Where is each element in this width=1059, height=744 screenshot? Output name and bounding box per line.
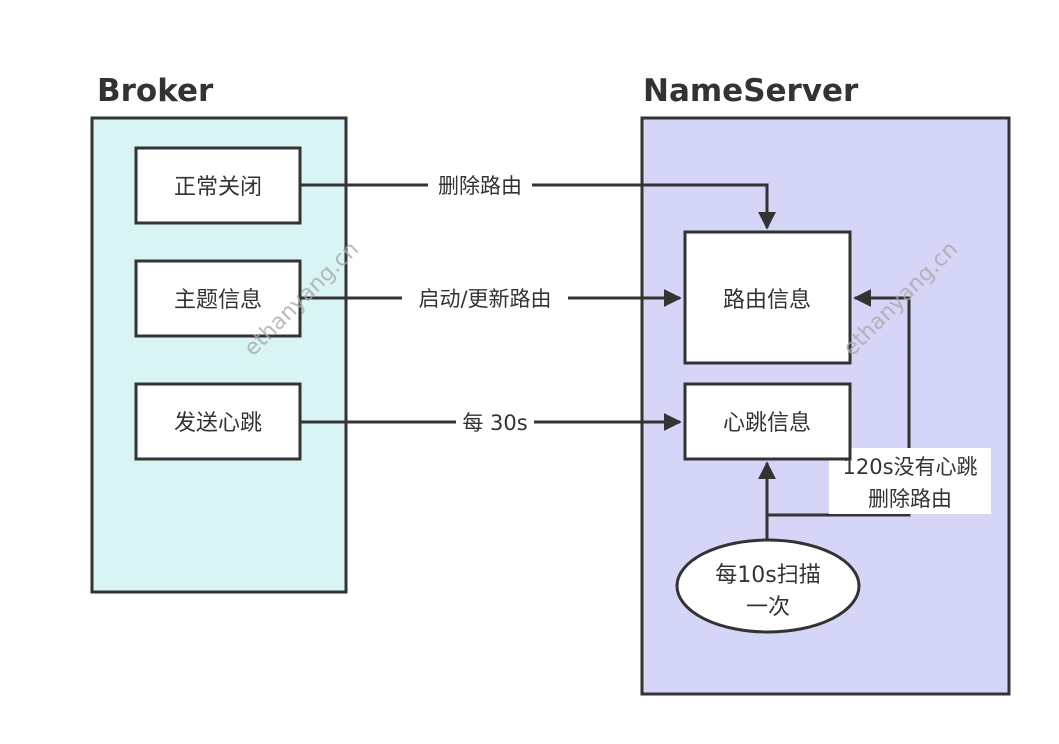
node-shutdown-label: 正常关闭 — [174, 175, 262, 200]
broker-title: Broker — [97, 73, 214, 109]
node-topic-info-box — [134, 259, 302, 338]
node-heartbeat-info-box — [683, 382, 852, 461]
node-scan-ellipse — [675, 538, 861, 634]
edge-label-timeout-line1: 120s没有心跳 — [842, 455, 977, 479]
nameserver-title: NameServer — [643, 73, 859, 109]
node-heartbeat-box — [134, 382, 302, 461]
node-heartbeat-label: 发送心跳 — [174, 411, 262, 436]
node-topic-info-label: 主题信息 — [174, 288, 262, 313]
node-shutdown-box — [134, 146, 302, 225]
node-shutdown[interactable]: 正常关闭 — [134, 146, 302, 225]
edge-label-bg — [402, 284, 568, 312]
node-topic-info[interactable]: 主题信息 — [134, 259, 302, 338]
node-route-info-label: 路由信息 — [723, 288, 811, 313]
node-heartbeat-info-label: 心跳信息 — [723, 411, 811, 436]
node-heartbeat[interactable]: 发送心跳 — [134, 382, 302, 461]
edge-label-bg — [456, 408, 534, 436]
node-route-info-box — [683, 230, 852, 365]
node-heartbeat-info[interactable]: 心跳信息 — [683, 382, 852, 461]
edge-label-timeout-line2: 删除路由 — [868, 487, 952, 511]
node-scan[interactable]: 每10s扫描 一次 — [675, 538, 861, 634]
edge-label-start-update-route: 启动/更新路由 — [418, 287, 551, 311]
edge-label-every-30s: 每 30s — [462, 411, 527, 435]
node-route-info[interactable]: 路由信息 — [683, 230, 852, 365]
node-scan-label-line2: 一次 — [746, 595, 790, 620]
edge-label-bg — [428, 172, 532, 200]
edge-timeout-delete — [767, 289, 911, 517]
edge-label-bg — [829, 448, 991, 514]
node-scan-label-line1: 每10s扫描 — [715, 563, 820, 588]
edge-label-delete-route: 删除路由 — [438, 174, 522, 198]
